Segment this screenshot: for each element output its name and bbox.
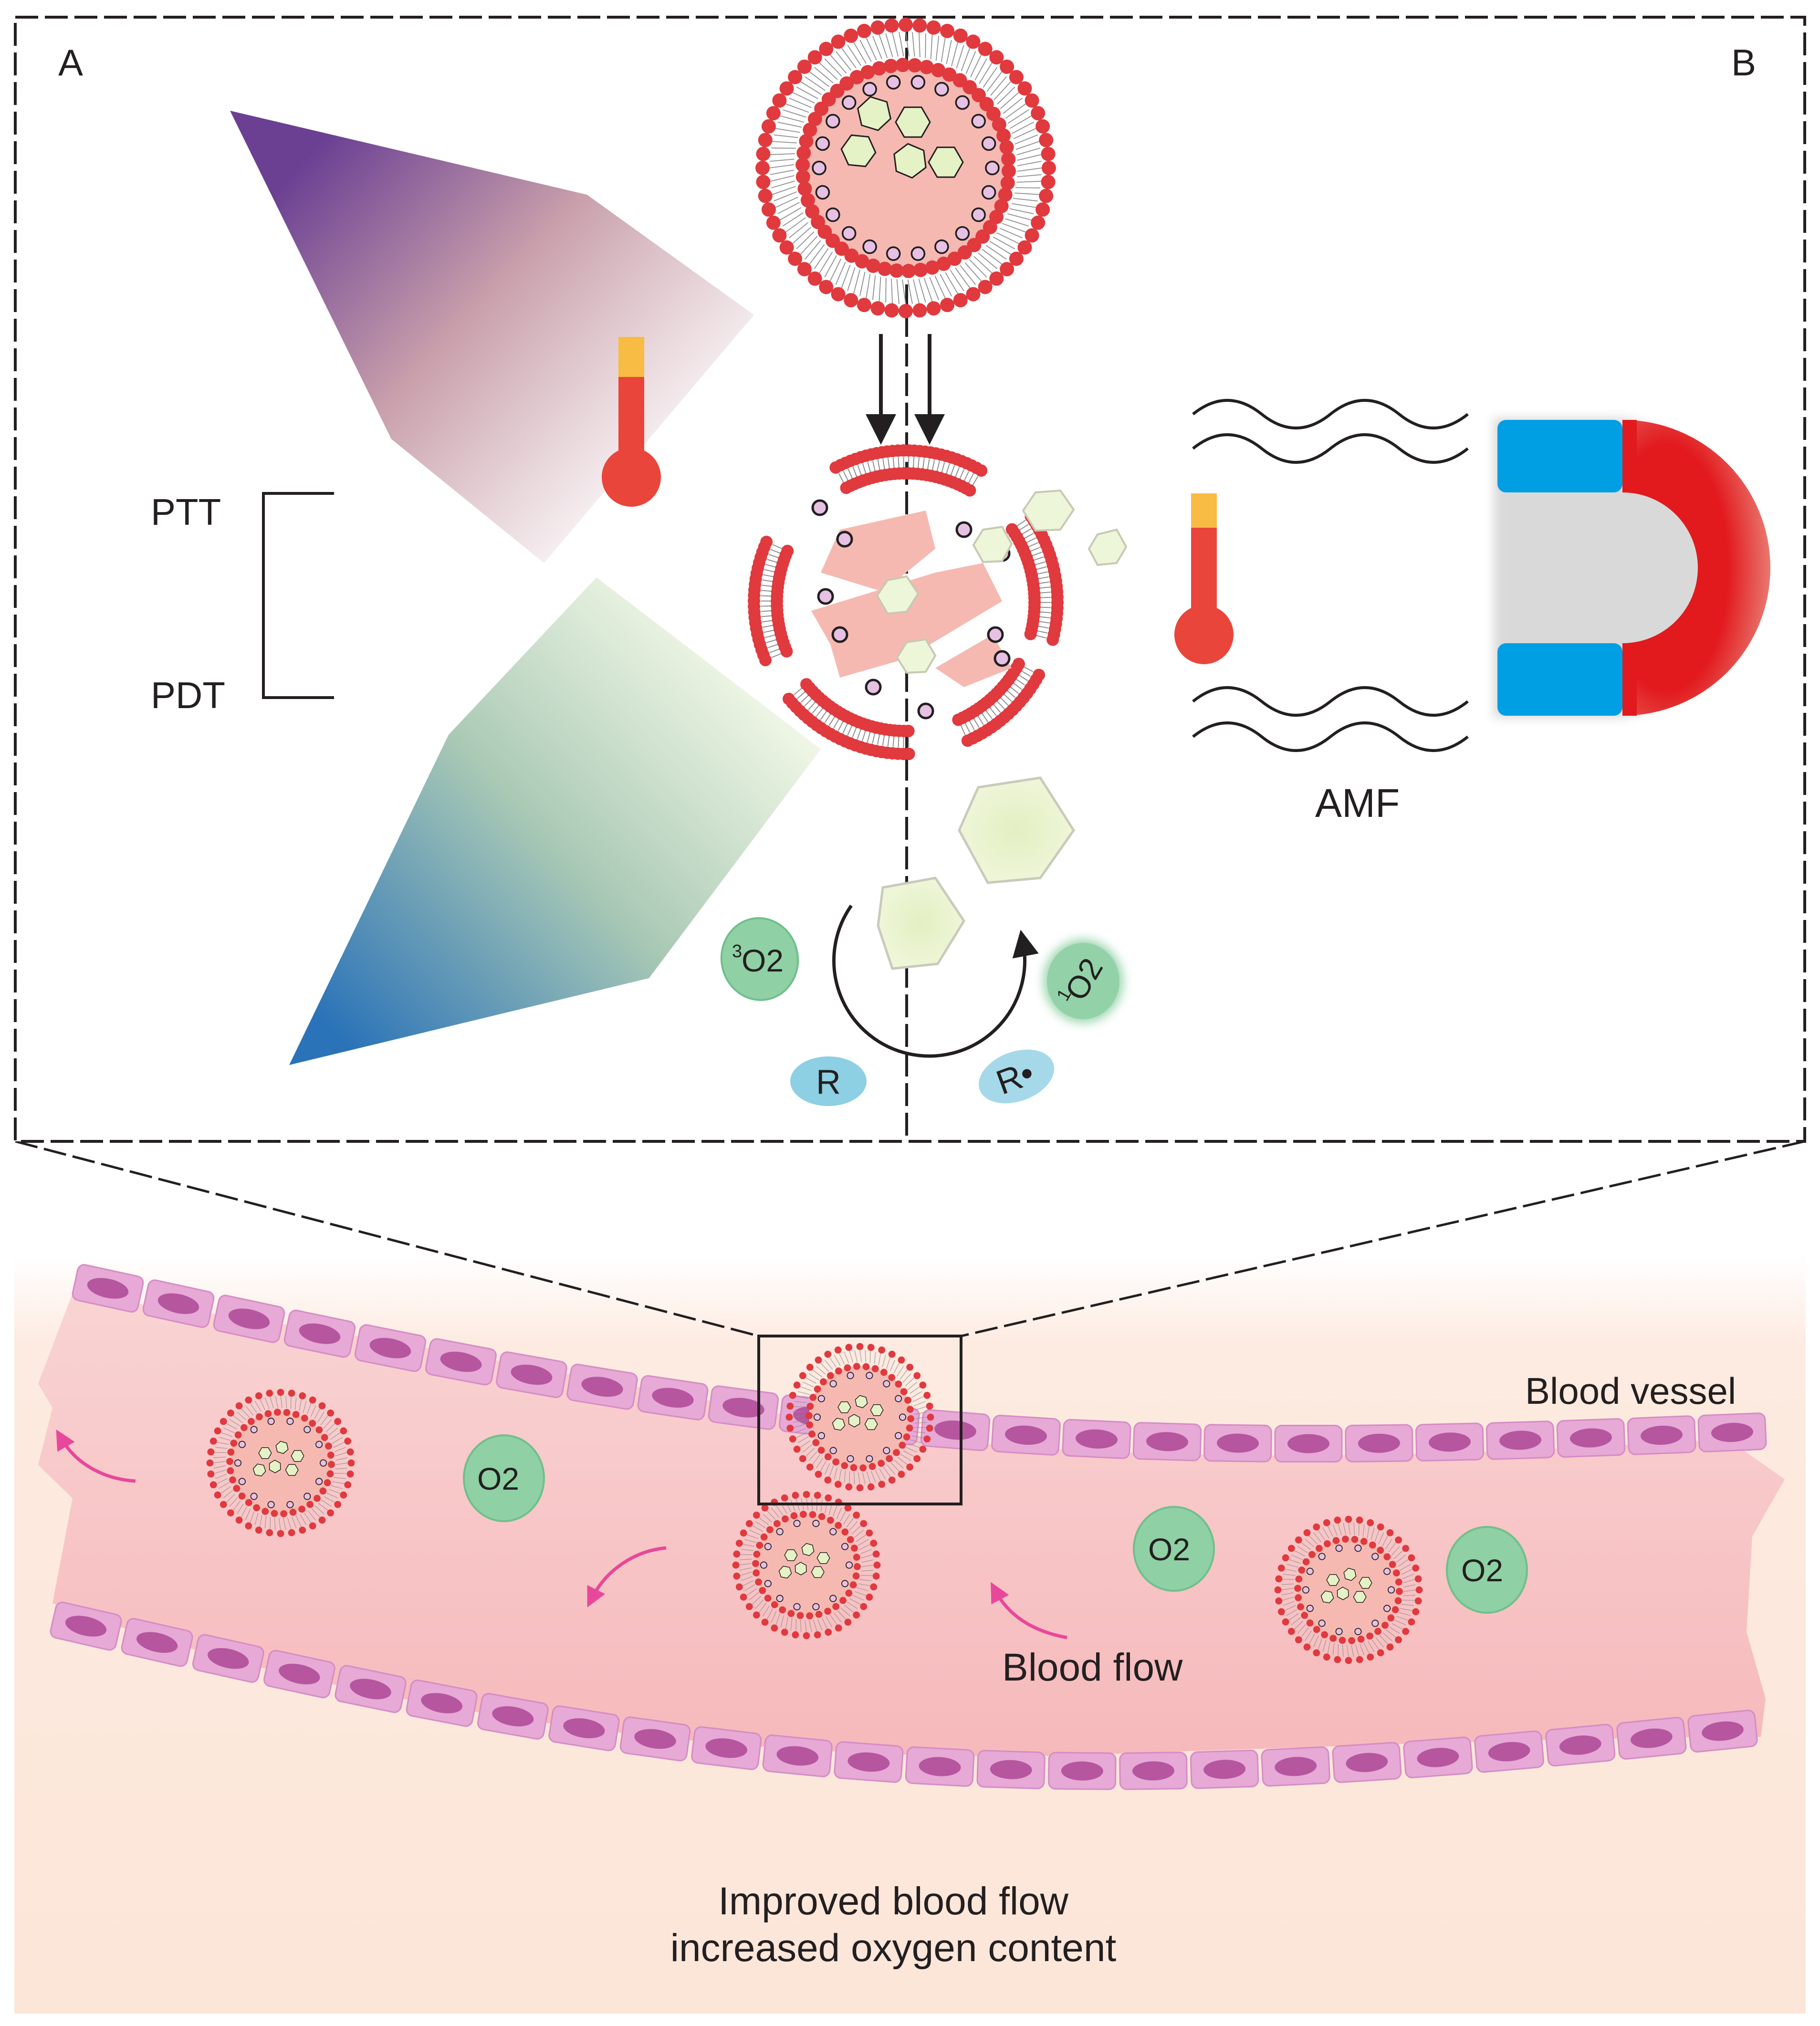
endothelial-cell bbox=[1556, 1418, 1626, 1458]
endothelial-cell bbox=[1697, 1412, 1767, 1452]
caption-line-2: increased oxygen content bbox=[670, 1926, 1117, 1970]
endothelial-cell bbox=[905, 1746, 975, 1787]
oxygen-bubble: O2 bbox=[1133, 1506, 1215, 1592]
endothelial-cell bbox=[1474, 1730, 1544, 1773]
reactant-bubble: R bbox=[790, 1056, 867, 1106]
pdt-label: PDT bbox=[151, 674, 225, 716]
endothelial-cell bbox=[548, 1705, 620, 1752]
blood-flow-label: Blood flow bbox=[1002, 1646, 1183, 1689]
endothelial-cell bbox=[283, 1309, 356, 1358]
vessel-lumen bbox=[38, 1296, 1785, 1756]
panel-label-b: B bbox=[1731, 42, 1756, 84]
thermometer-amf-icon bbox=[1174, 493, 1234, 664]
endothelial-cell bbox=[1545, 1723, 1616, 1767]
endothelial-cell bbox=[1403, 1736, 1473, 1778]
ptt-label: PTT bbox=[151, 491, 221, 533]
endothelial-cell bbox=[1119, 1752, 1188, 1790]
vessel-liposome bbox=[206, 1389, 355, 1537]
blood-vessel-label: Blood vessel bbox=[1525, 1370, 1736, 1412]
endothelial-cell bbox=[566, 1364, 638, 1410]
svg-text:R: R bbox=[816, 1063, 841, 1101]
endothelial-cell bbox=[834, 1741, 904, 1783]
endothelial-cell bbox=[708, 1385, 779, 1430]
svg-text:O2: O2 bbox=[742, 943, 784, 978]
oxygen-bubble: O2 bbox=[463, 1434, 545, 1522]
endothelial-cell bbox=[976, 1750, 1046, 1789]
zoom-region-box bbox=[757, 1335, 962, 1505]
endothelial-cell bbox=[619, 1716, 691, 1762]
endothelial-cell bbox=[496, 1351, 567, 1398]
endothelial-cell bbox=[406, 1679, 478, 1727]
endothelial-cell bbox=[263, 1650, 335, 1699]
endothelial-cell bbox=[1132, 1422, 1202, 1462]
radical-bubble: R• bbox=[978, 1049, 1055, 1104]
released-drug bbox=[876, 489, 1128, 674]
endothelial-cell bbox=[1345, 1424, 1413, 1462]
endothelial-cell bbox=[50, 1601, 122, 1651]
zoom-connector bbox=[15, 1140, 1805, 1337]
endothelial-cell bbox=[425, 1338, 497, 1386]
pdt-light-beam bbox=[289, 577, 821, 1065]
endothelial-cell bbox=[991, 1414, 1061, 1456]
singlet-oxygen-bubble: 1 O2 bbox=[1043, 939, 1123, 1023]
endothelial-cell bbox=[192, 1634, 264, 1683]
svg-text:3: 3 bbox=[732, 941, 742, 961]
endothelial-cell bbox=[1203, 1424, 1272, 1462]
intact-liposome bbox=[755, 18, 1056, 318]
oxygen-bubble: O2 bbox=[1446, 1526, 1528, 1614]
amf-waves bbox=[1192, 399, 1469, 752]
endothelial-cell bbox=[691, 1726, 762, 1770]
endothelial-cell bbox=[1485, 1420, 1555, 1460]
vessel-liposome bbox=[732, 1491, 881, 1640]
endothelial-cell bbox=[1415, 1422, 1485, 1462]
magnet-icon bbox=[1494, 418, 1770, 718]
endothelial-cell bbox=[637, 1375, 709, 1420]
endothelial-cell bbox=[920, 1409, 991, 1452]
triplet-oxygen-bubble: 3 O2 bbox=[720, 917, 799, 1001]
endothelial-cell bbox=[1190, 1749, 1259, 1789]
endothelial-cell bbox=[1062, 1419, 1131, 1459]
endothelial-cell bbox=[1274, 1425, 1343, 1463]
endothelial-cell bbox=[121, 1618, 193, 1667]
endothelial-cell bbox=[762, 1734, 833, 1777]
caption-line-1: Improved blood flow bbox=[718, 1880, 1069, 1923]
svg-text:O2: O2 bbox=[1461, 1553, 1503, 1588]
endothelial-cell bbox=[1627, 1415, 1696, 1455]
svg-text:O2: O2 bbox=[1148, 1532, 1190, 1567]
flow-arrows bbox=[56, 1429, 1067, 1640]
endothelial-cell bbox=[1687, 1710, 1758, 1753]
endothelial-cell bbox=[1261, 1746, 1330, 1787]
vessel-liposome bbox=[785, 1343, 934, 1492]
endothelial-cell bbox=[1048, 1752, 1117, 1790]
panel-label-a: A bbox=[58, 42, 83, 84]
vessel-liposome bbox=[1274, 1515, 1423, 1664]
endothelial-cell bbox=[354, 1324, 427, 1372]
ptt-pdt-bracket bbox=[262, 492, 334, 699]
amf-label: AMF bbox=[1315, 781, 1400, 825]
reaction-cycle bbox=[832, 904, 1039, 1058]
endothelial-cell bbox=[142, 1279, 215, 1328]
endothelial-cell bbox=[335, 1665, 407, 1713]
svg-text:O2: O2 bbox=[477, 1461, 519, 1496]
thermometer-icon bbox=[602, 337, 661, 507]
transition-arrows bbox=[866, 334, 945, 445]
vessel-wall-bottom bbox=[50, 1601, 1758, 1790]
large-drug-crystals bbox=[877, 776, 1076, 970]
endothelial-cell bbox=[213, 1295, 285, 1343]
endothelial-cell bbox=[72, 1264, 144, 1313]
endothelial-cell bbox=[1332, 1742, 1402, 1783]
endothelial-cell bbox=[1616, 1717, 1687, 1760]
ruptured-liposome bbox=[748, 444, 1064, 760]
endothelial-cell bbox=[477, 1693, 549, 1740]
